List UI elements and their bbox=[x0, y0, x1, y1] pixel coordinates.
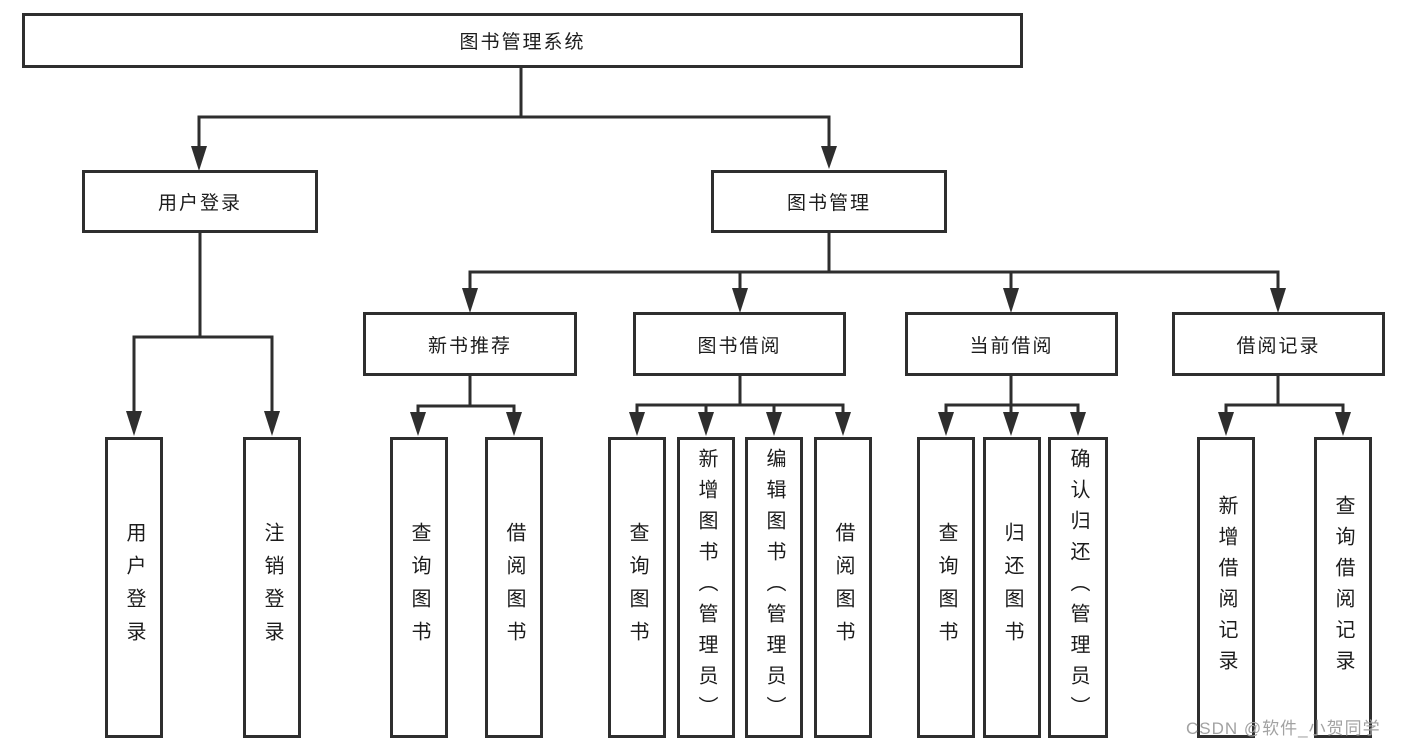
node-label: 图书管理 bbox=[786, 193, 871, 214]
leaf-query-book-1: 查询图书 bbox=[390, 437, 448, 738]
leaf-label: 确认归还（管理员） bbox=[1067, 448, 1089, 727]
leaf-label: 查询图书 bbox=[626, 521, 648, 654]
leaf-confirm-return-admin: 确认归还（管理员） bbox=[1048, 437, 1108, 738]
node-label: 新书推荐 bbox=[427, 335, 512, 357]
leaf-borrow-book-1: 借阅图书 bbox=[485, 437, 543, 738]
node-label: 当前借阅 bbox=[969, 335, 1054, 357]
node-root-label: 图书管理系统 bbox=[459, 32, 586, 53]
leaf-logout: 注销登录 bbox=[243, 437, 301, 738]
leaf-label: 查询图书 bbox=[408, 521, 430, 654]
arrowhead-icons bbox=[126, 146, 1351, 436]
leaf-add-book-admin: 新增图书（管理员） bbox=[677, 437, 735, 738]
leaf-label: 借阅图书 bbox=[503, 521, 525, 654]
leaf-label: 查询借阅记录 bbox=[1332, 494, 1354, 681]
leaf-query-book-2: 查询图书 bbox=[608, 437, 666, 738]
node-current-borrow: 当前借阅 bbox=[905, 312, 1118, 376]
leaf-label: 用户登录 bbox=[123, 521, 145, 654]
leaf-add-borrow-record: 新增借阅记录 bbox=[1197, 437, 1255, 738]
leaf-query-borrow-record: 查询借阅记录 bbox=[1314, 437, 1372, 738]
leaf-return-book: 归还图书 bbox=[983, 437, 1041, 738]
leaf-label: 查询图书 bbox=[935, 521, 957, 654]
leaf-borrow-book-2: 借阅图书 bbox=[814, 437, 872, 738]
leaf-label: 归还图书 bbox=[1001, 521, 1023, 654]
leaf-edit-book-admin: 编辑图书（管理员） bbox=[745, 437, 803, 738]
node-book-borrow: 图书借阅 bbox=[633, 312, 846, 376]
leaf-user-login: 用户登录 bbox=[105, 437, 163, 738]
node-borrow-record: 借阅记录 bbox=[1172, 312, 1385, 376]
node-root-system: 图书管理系统 bbox=[22, 13, 1023, 68]
leaf-label: 新增图书（管理员） bbox=[695, 448, 717, 727]
csdn-watermark: CSDN @软件_小贺同学 bbox=[1186, 719, 1381, 738]
leaf-label: 借阅图书 bbox=[832, 521, 854, 654]
node-label: 用户登录 bbox=[157, 193, 242, 214]
leaf-query-book-3: 查询图书 bbox=[917, 437, 975, 738]
leaf-label: 编辑图书（管理员） bbox=[763, 448, 785, 727]
node-label: 图书借阅 bbox=[697, 335, 782, 357]
leaf-label: 注销登录 bbox=[261, 521, 283, 654]
node-new-book-recommend: 新书推荐 bbox=[363, 312, 577, 376]
node-user-login-branch: 用户登录 bbox=[82, 170, 318, 233]
leaf-label: 新增借阅记录 bbox=[1215, 494, 1237, 681]
node-label: 借阅记录 bbox=[1236, 335, 1321, 357]
node-book-management-branch: 图书管理 bbox=[711, 170, 947, 233]
